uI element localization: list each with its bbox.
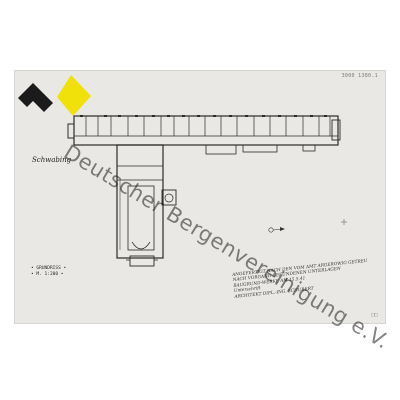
hall bbox=[127, 185, 155, 251]
drawing-sheet: Schwabing 3000 1380.1 □□ • GRUNDRISS • •… bbox=[14, 70, 386, 324]
floor-plan bbox=[18, 75, 347, 267]
hall-apse bbox=[131, 241, 151, 250]
south-annex-3 bbox=[302, 144, 316, 152]
scale-note: • GRUNDRISS • • M. 1:200 • bbox=[31, 266, 66, 278]
south-annex-2 bbox=[242, 144, 278, 153]
room-partitions bbox=[85, 116, 331, 136]
north-arrow-icon bbox=[268, 227, 285, 233]
window-marks bbox=[80, 115, 327, 117]
south-annex-1 bbox=[205, 144, 237, 155]
scale-note-scale: • M. 1:200 • bbox=[31, 272, 64, 277]
long-wing-wall bbox=[73, 115, 339, 146]
archive-stamp: 3000 1380.1 bbox=[341, 73, 378, 79]
compass-icon bbox=[341, 219, 347, 225]
corner-mark: □□ bbox=[371, 312, 378, 318]
east-end bbox=[331, 119, 341, 141]
logo-text: Schwabing bbox=[32, 156, 72, 164]
entrance bbox=[129, 255, 155, 267]
stair-tower bbox=[161, 189, 177, 206]
scale-note-title: • GRUNDRISS • bbox=[31, 266, 67, 271]
cross-wing-wall bbox=[116, 144, 164, 259]
west-apse bbox=[67, 123, 74, 139]
logo-mark-icon bbox=[18, 75, 91, 116]
